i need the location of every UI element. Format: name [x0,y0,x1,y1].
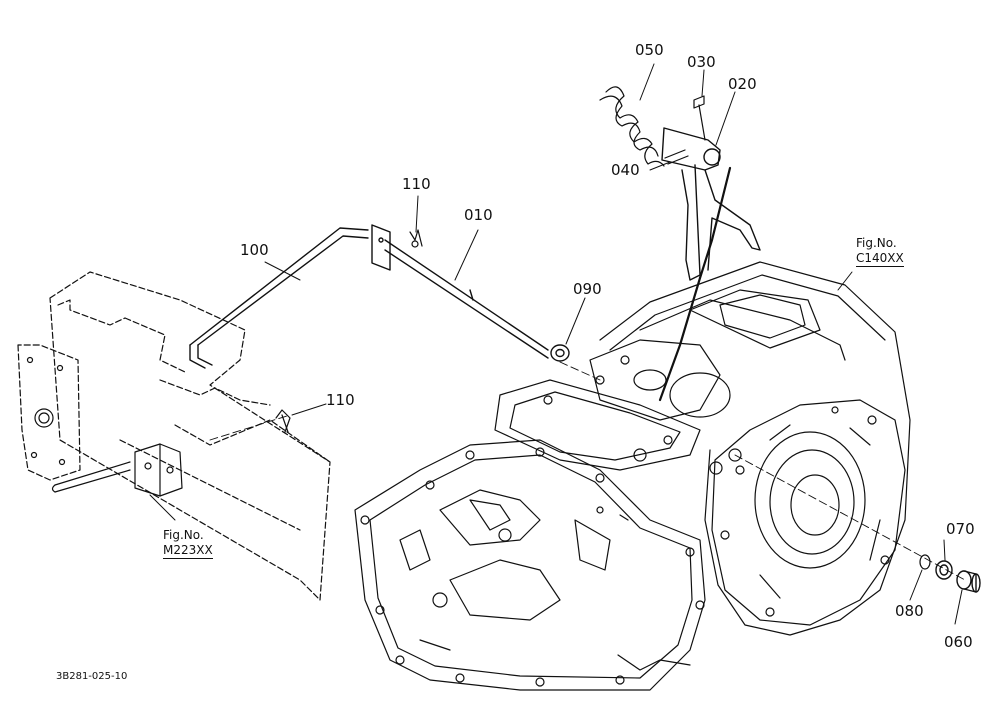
callout-110-top: 110 [402,175,431,193]
callout-050: 050 [635,41,664,59]
callout-040: 040 [611,161,640,179]
fig-ref-m223-number: M223XX [163,543,213,559]
plug-060 [956,570,981,593]
callout-070: 070 [946,520,975,538]
callout-110-mid: 110 [326,391,355,409]
small-bracket [51,443,183,497]
shaft-010 [371,224,549,359]
fig-ref-m223[interactable]: Fig.No. M223XX [163,528,213,559]
callout-090: 090 [573,280,602,298]
shift-fork-020 [658,127,761,402]
fig-ref-m223-label: Fig.No. [163,528,204,542]
callout-010: 010 [464,206,493,224]
pin-110-top [409,229,423,248]
pin-030 [693,95,706,141]
fig-ref-c140[interactable]: Fig.No. C140XX [856,236,904,267]
transmission-case [354,261,911,691]
callout-030: 030 [687,53,716,71]
pin-110-mid [275,409,291,433]
drawing-code: 3B281-025-10 [56,671,128,682]
spring-pin-040 [664,149,689,165]
spring-050 [599,86,665,167]
callout-060: 060 [944,633,973,651]
callout-080: 080 [895,602,924,620]
callout-020: 020 [728,75,757,93]
rod-100 [189,227,369,369]
callout-100: 100 [240,241,269,259]
fig-ref-c140-label: Fig.No. [856,236,897,250]
side-plate [17,344,81,481]
washer-080 [919,554,931,570]
seal-070 [935,560,953,580]
leader-lines [149,63,966,625]
collar-090 [550,344,570,362]
fig-ref-c140-number: C140XX [856,251,904,267]
